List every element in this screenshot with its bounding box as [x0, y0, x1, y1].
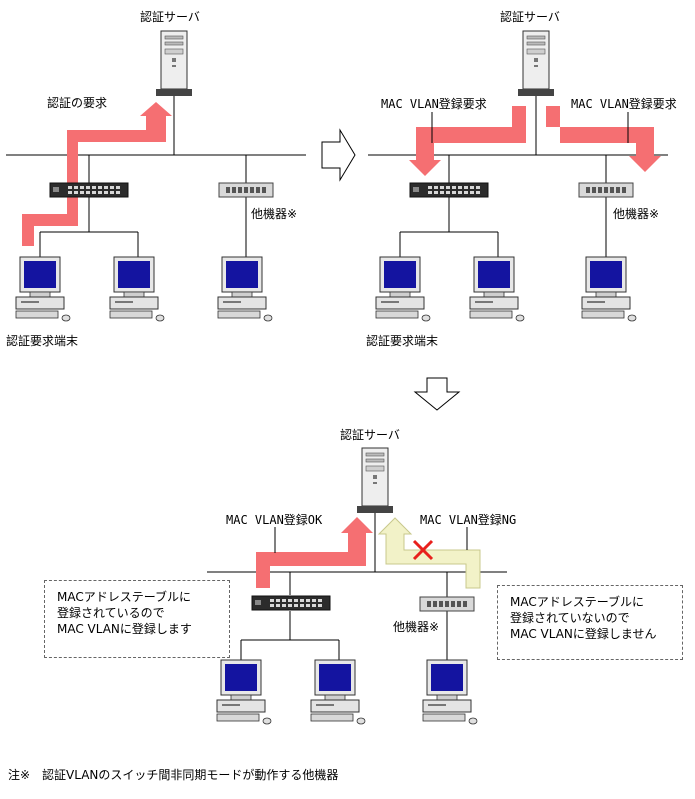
note-line: MACアドレステーブルに: [510, 595, 645, 609]
switch-icon: [409, 182, 489, 198]
request-arrow: [22, 102, 172, 246]
pc-icon: [216, 659, 272, 725]
hub-icon: [578, 182, 634, 198]
panel-top-left: [6, 30, 306, 322]
mac-ng-label: MAC VLAN登録NG: [420, 513, 517, 527]
transition-arrow-icon: [413, 377, 461, 411]
pc-icon: [217, 256, 273, 322]
pc-icon: [310, 659, 366, 725]
other-device-label: 他機器※: [613, 207, 660, 221]
note-line: 登録されていないので: [510, 611, 630, 625]
panel-top-right: [368, 30, 668, 322]
server-label: 認証サーバ: [500, 10, 560, 24]
switch-icon: [251, 595, 331, 611]
panel-bottom: [207, 447, 507, 725]
pc-icon: [15, 256, 71, 322]
note-line: MAC VLANに登録しません: [510, 627, 657, 641]
mac-ok-label: MAC VLAN登録OK: [226, 513, 323, 527]
pc-icon: [469, 256, 525, 322]
pc-icon: [422, 659, 478, 725]
note-registered: MACアドレステーブルに 登録されているので MAC VLANに登録します: [44, 580, 230, 658]
mac-ng-arrow: [377, 517, 481, 589]
server-icon: [155, 30, 193, 97]
note-not-registered: MACアドレステーブルに 登録されていないので MAC VLANに登録しません: [497, 585, 683, 660]
server-label: 認証サーバ: [340, 428, 400, 442]
server-icon: [356, 447, 394, 514]
terminal-label: 認証要求端末: [6, 334, 79, 348]
note-line: MACアドレステーブルに: [57, 590, 192, 604]
note-line: MAC VLANに登録します: [57, 622, 192, 636]
server-icon: [517, 30, 555, 97]
mac-reg-request-label: MAC VLAN登録要求: [381, 97, 487, 111]
mac-reg-request-label: MAC VLAN登録要求: [571, 97, 677, 111]
note-line: 登録されているので: [57, 606, 165, 620]
hub-icon: [218, 182, 274, 198]
other-device-label: 他機器※: [393, 620, 440, 634]
footnote: 注※ 認証VLANのスイッチ間非同期モードが動作する他機器: [8, 768, 339, 782]
other-device-label: 他機器※: [251, 207, 298, 221]
switch-icon: [49, 182, 129, 198]
auth-request-label: 認証の要求: [47, 96, 108, 110]
server-label: 認証サーバ: [140, 10, 200, 24]
terminal-label: 認証要求端末: [366, 334, 439, 348]
mac-ok-arrow: [256, 517, 373, 588]
hub-icon: [419, 596, 475, 612]
transition-arrow-icon: [321, 128, 356, 182]
pc-icon: [109, 256, 165, 322]
mac-reg-arrow-right: [546, 106, 661, 172]
pc-icon: [375, 256, 431, 322]
pc-icon: [581, 256, 637, 322]
block-cross-icon: [412, 539, 434, 561]
mac-reg-arrow-left: [409, 106, 526, 176]
